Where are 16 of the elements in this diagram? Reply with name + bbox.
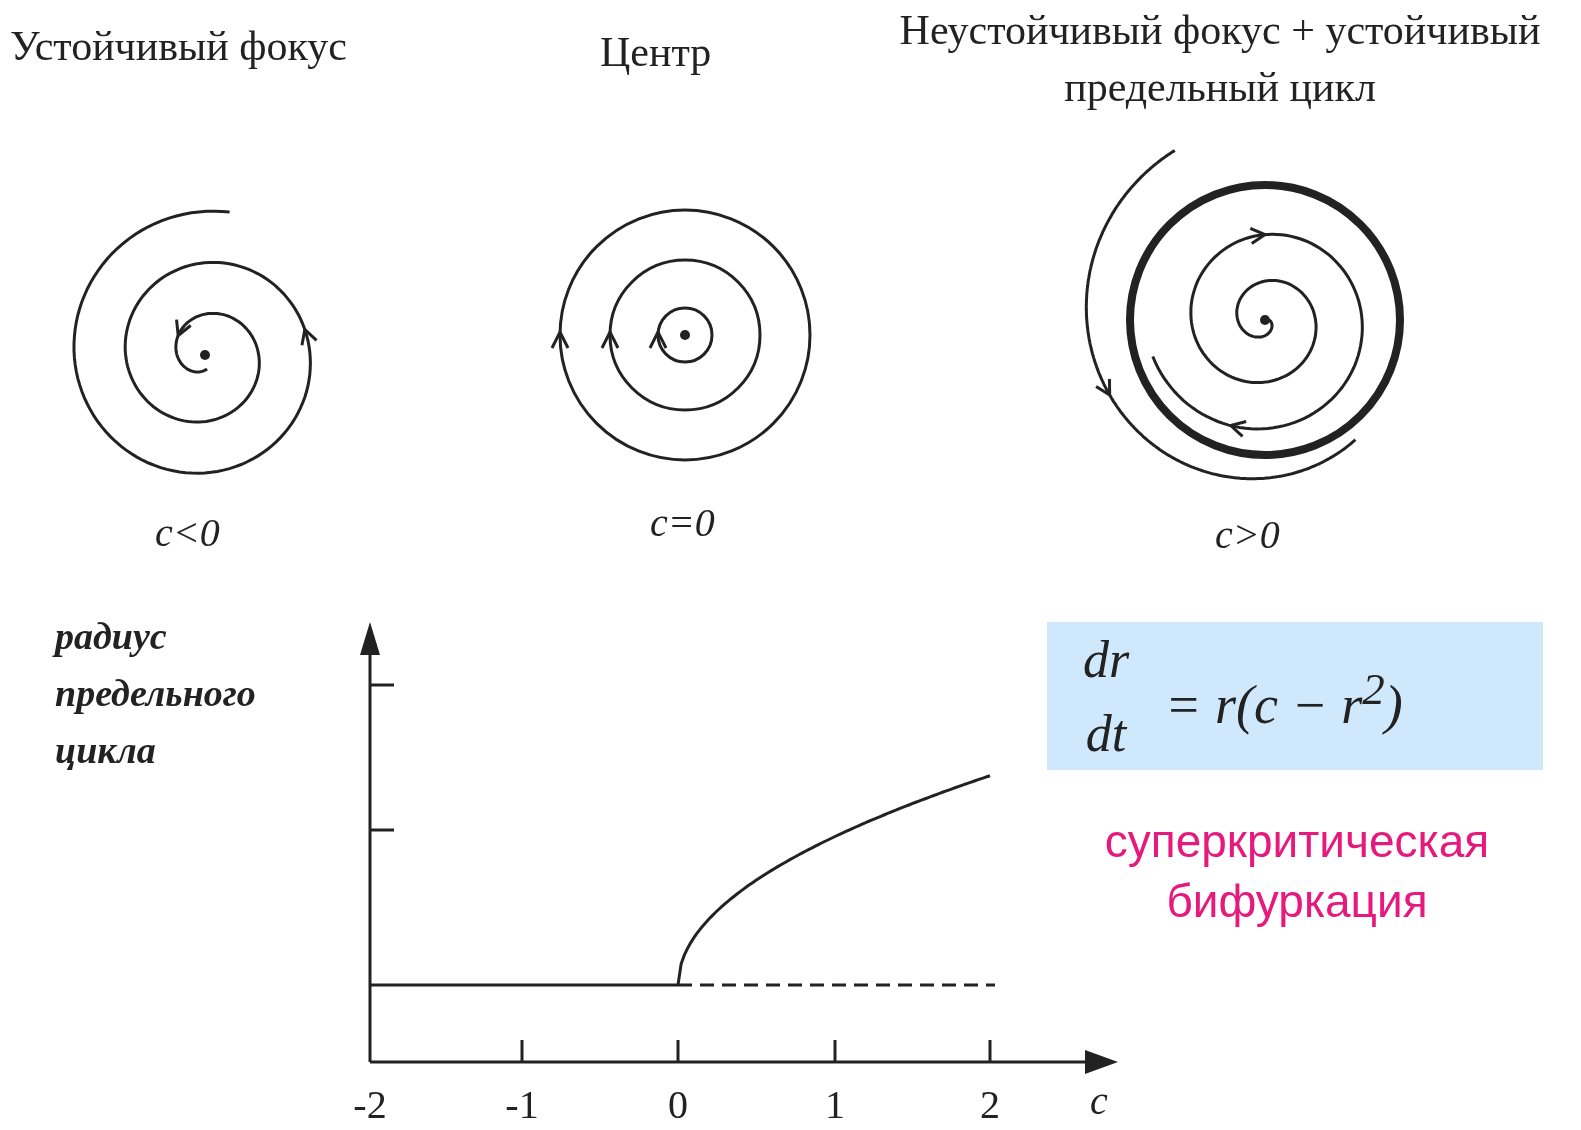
- axis-label: c: [1090, 1078, 1108, 1124]
- parameter-label: c<0: [155, 510, 220, 556]
- caption-text: суперкритическая бифуркация: [1103, 814, 1491, 929]
- tick-label: -1: [504, 1082, 540, 1128]
- portrait-title: Неустойчивый фокус + устойчивый предельный цикл: [898, 6, 1542, 112]
- tick-label: 2: [979, 1082, 1001, 1128]
- parameter-label: c=0: [650, 500, 715, 546]
- portrait-title: Устойчивый фокус: [10, 22, 347, 71]
- tick-label: -2: [352, 1082, 388, 1128]
- formula-numerator: dr: [1081, 630, 1131, 690]
- formula-text: = r(c − r$^{2}$): [1165, 664, 1403, 737]
- formula-denominator: dt: [1084, 704, 1128, 764]
- portrait-title: Центр: [600, 28, 712, 77]
- tick-label: 0: [667, 1082, 689, 1128]
- parameter-label: c>0: [1215, 512, 1280, 558]
- tick-label: 1: [824, 1082, 846, 1128]
